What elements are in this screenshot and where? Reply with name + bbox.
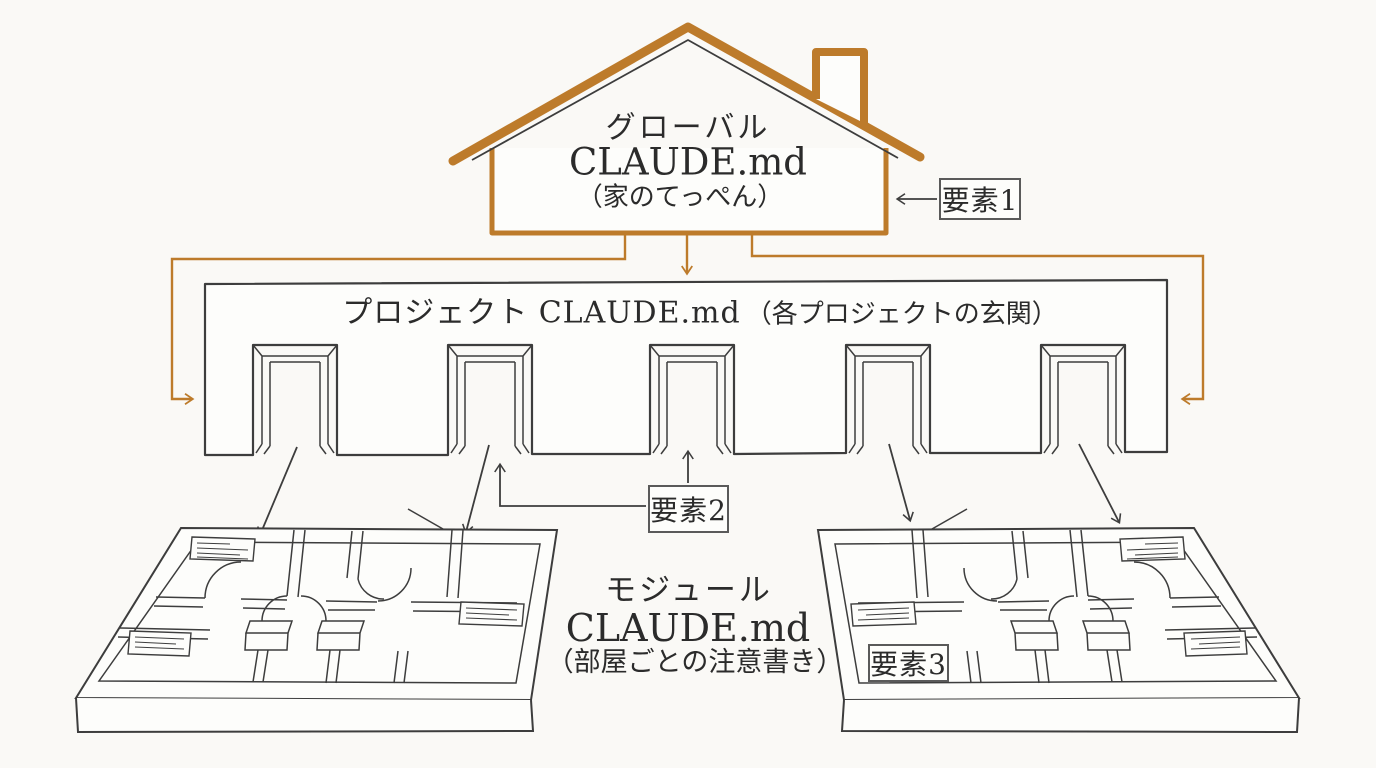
module-title-line3: （部屋ごとの注意書き） <box>546 646 844 678</box>
callout2-arrow-left-up <box>494 462 646 507</box>
connector-left <box>170 234 627 405</box>
callout-element2: 要素2 <box>648 485 729 533</box>
project-band <box>203 278 1169 457</box>
roof <box>448 22 925 166</box>
project-band-label: プロジェクト CLAUDE.md （各プロジェクトの玄関） <box>342 297 1058 329</box>
project-band-label-paren: （各プロジェクトの玄関） <box>745 299 1058 330</box>
house-title-line1: グローバル <box>605 110 771 146</box>
house-body <box>489 148 889 236</box>
callout-element3: 要素3 <box>868 644 949 682</box>
chimney <box>812 48 868 123</box>
plaque-lines <box>465 607 518 621</box>
band-to-plan-arrows <box>257 193 1122 642</box>
house-title-line3: （家のてっぺん） <box>576 182 784 213</box>
doorway-1 <box>252 344 338 455</box>
floorplan-left <box>74 508 559 734</box>
arrow-door5-to-right-plan <box>1078 443 1122 525</box>
callout-element1: 要素1 <box>939 178 1021 220</box>
project-band-label-main: プロジェクト CLAUDE.md <box>342 295 741 331</box>
module-title-line1: モジュール <box>605 572 773 609</box>
doorway-5 <box>1040 344 1126 455</box>
callout-element3-label: 要素3 <box>870 648 947 681</box>
plaque-lines <box>196 542 249 560</box>
doorway-frames <box>252 344 1126 455</box>
arrow-door4-to-right-plan <box>888 443 914 523</box>
plan-interior-walls <box>117 508 518 684</box>
callout-element2-label: 要素2 <box>650 494 727 527</box>
roof-inner-line <box>471 39 899 161</box>
arrow-door1-to-left-plan <box>257 446 298 538</box>
connector-right <box>750 234 1205 405</box>
doorway-3 <box>649 344 735 455</box>
global-house <box>448 22 925 236</box>
plan-plaques <box>127 536 525 657</box>
module-title-line2: CLAUDE.md <box>565 606 811 651</box>
floorplan-right <box>817 508 1300 733</box>
house-to-band-connectors <box>170 234 1205 405</box>
house-title-line2: CLAUDE.md <box>569 140 807 184</box>
doorway-4 <box>845 344 931 455</box>
plan-slab-front <box>75 697 535 734</box>
arrow-door2-to-left-plan <box>461 444 490 535</box>
plaque-lines <box>134 636 185 650</box>
doorway-2 <box>447 344 533 455</box>
callout-element1-label: 要素1 <box>941 184 1019 217</box>
